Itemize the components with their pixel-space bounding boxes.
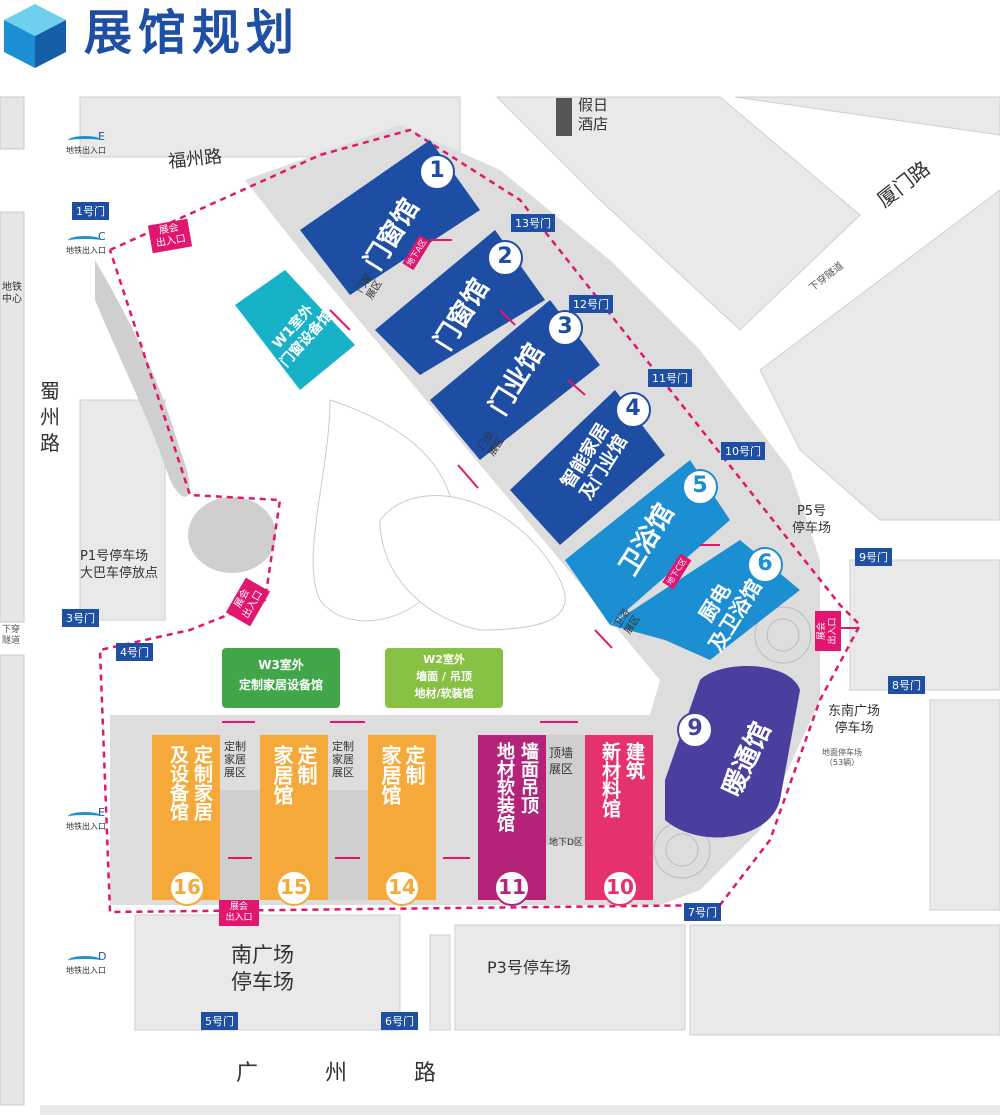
zone-ceiling: 顶墙 展区 [549,746,574,776]
hall-4-number: 4 [625,396,641,421]
outdoor-hall-w3[interactable] [222,648,340,708]
parking-p1: P1号停车场 大巴车停放点 [80,549,159,581]
gate-11[interactable]: 11号门 [648,369,692,387]
gate-7[interactable]: 7号门 [684,903,721,921]
hall-15-name: 定制 家居馆 [270,745,318,805]
hall-15-number: 15 [280,875,308,899]
metro-wave-icon [68,236,102,245]
gate-3[interactable]: 3号门 [62,609,99,627]
metro-exit-letter: E [98,806,105,819]
hall-1-number: 1 [429,158,445,183]
metro-exit-letter: C [98,230,106,243]
hall-16-name: 定制家居 及设备馆 [167,745,213,821]
ceiling-zone-block [546,735,585,845]
underpass-left: 下穿 隧道 [2,625,21,646]
hall-6-number: 6 [757,551,773,576]
parking-p5: P5号 停车场 [792,504,832,536]
venue-boundary [98,128,862,914]
metro-exit-label: 地铁出入口 [66,146,106,155]
gate-5[interactable]: 5号门 [201,1012,238,1030]
outdoor-w3-label: W3室外 定制家居设备馆 [238,658,323,692]
hall-number-badges [169,154,783,906]
parking-southeast-sub: 地面停车场 （53辆） [822,748,862,767]
gate-6[interactable]: 6号门 [381,1012,418,1030]
hall-10-name: 建筑 新材料馆 [599,742,645,818]
metro-exit-letter: E [98,130,105,143]
entrance-right[interactable]: 展会 出入口 [815,611,841,651]
hall-11-name: 墙面吊顶 地材软装馆 [494,742,539,832]
hall-3-number: 3 [557,314,573,339]
cube-logo-icon [4,4,66,68]
gate-12[interactable]: 12号门 [569,295,613,313]
passage-arrows [222,239,858,859]
hall-9[interactable] [665,666,800,838]
metro-wave-icon [68,812,102,821]
hall-2-number: 2 [497,244,513,269]
metro-center-label: 地铁 中心 [2,282,22,305]
gate-13[interactable]: 13号门 [511,214,555,232]
parking-p3: P3号停车场 [487,958,571,977]
gate-8[interactable]: 8号门 [888,676,925,694]
metro-exit-label: 地铁出入口 [66,246,106,255]
gate-9[interactable]: 9号门 [855,548,892,566]
gate-4[interactable]: 4号门 [116,643,153,661]
venue-site [95,125,820,905]
gate-10[interactable]: 10号门 [721,442,765,460]
parking-southeast: 东南广场 停车场 [828,704,881,736]
road-shuzhou: 蜀州路 [40,379,60,455]
hall-14-name: 定制 家居馆 [378,745,426,805]
metro-exit-label: 地铁出入口 [66,966,106,975]
page-title: 展馆规划 [84,5,301,61]
zone-basement-d: 地下D区 [549,838,583,848]
metro-exit-letter: D [98,950,107,963]
zone-custom-1: 定制 家居 展区 [224,740,246,779]
road-guangzhou: 广 州 路 [236,1061,466,1086]
hotel-label: 假日 酒店 [578,96,609,133]
entrance-south[interactable]: 展会 出入口 [219,900,259,926]
zone-custom-2: 定制 家居 展区 [332,740,354,779]
outdoor-hall-w1[interactable] [235,270,355,390]
metro-wave-icon [68,136,102,145]
hall-5-number: 5 [692,473,708,498]
hall-5[interactable] [565,460,730,625]
metro-exit-label: 地铁出入口 [66,822,106,831]
hall-9-number: 9 [687,716,703,741]
hall-11-number: 11 [498,875,526,899]
parking-south: 南广场 停车场 [231,943,294,994]
page-header: 展馆规划 [0,0,1000,70]
hall-4[interactable] [510,390,665,545]
gate-1[interactable]: 1号门 [72,202,109,220]
hall-16-number: 16 [173,875,201,899]
hall-10-number: 10 [606,875,634,899]
metro-wave-icon [68,956,102,965]
outdoor-hall-w2[interactable] [385,648,503,708]
hall-14-number: 14 [388,875,416,899]
building-icon [556,98,572,136]
outdoor-w2-label: W2室外 墙面 / 吊顶 地材/软装馆 [414,653,474,700]
